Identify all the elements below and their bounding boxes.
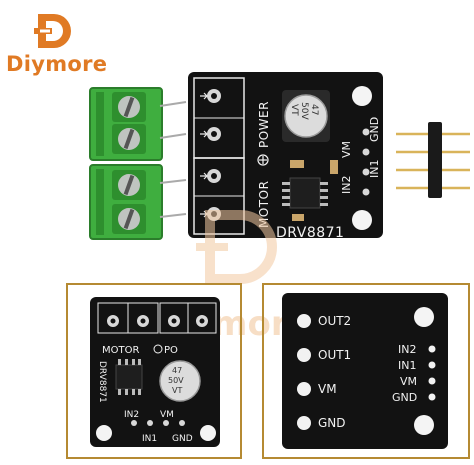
screw-terminal-bottom [89,164,187,240]
watermark-logo-icon [196,210,277,284]
back-view-board: OUT2 OUT1 VM GND IN2 IN1 VM GND [282,293,448,449]
back-label-in1: IN1 [398,359,416,372]
back-label-vm-right: VM [400,375,417,388]
front-chip-label: DRV8871 [97,361,107,403]
chip-label: DRV8871 [276,225,344,241]
back-label-gnd: GND [318,416,346,430]
front-pin-vm: VM [160,410,174,420]
front-cap-text-3: VT [172,386,182,395]
power-label: POWER [257,101,271,148]
screw-terminal-top [89,87,187,161]
cap-text-2: 50V [299,102,309,120]
back-label-out2: OUT2 [318,314,351,328]
front-chip [115,359,143,395]
brand-logo-block: Diymore [6,8,116,78]
back-view-frame: OUT2 OUT1 VM GND IN2 IN1 VM GND [262,283,470,459]
front-power-label: PO [164,345,178,356]
cap-text-1: 47 [309,104,319,115]
drv8871-board-top-view: POWER MOTOR 47 50V VT DRV8871 GND VM IN1 [188,72,383,241]
front-motor-label: MOTOR [102,345,139,356]
front-cap-text-1: 47 [172,366,182,375]
front-view-frame: MOTOR PO DRV8871 47 50V VT IN2 IN1 VM GN… [66,283,242,459]
front-pin-gnd: GND [172,434,193,444]
drv8871-chip [282,177,328,209]
pin-label-vm: VM [340,141,353,158]
front-capacitor: 47 50V VT [159,360,201,402]
pin-header [396,122,470,198]
cap-text-3: VT [289,104,299,116]
front-pin-in2: IN2 [124,410,139,420]
electrolytic-capacitor: 47 50V VT [282,90,330,142]
pin-label-in2: IN2 [340,176,353,194]
back-label-in2: IN2 [398,343,416,356]
back-label-gnd-right: GND [392,391,417,404]
back-label-out1: OUT1 [318,348,351,362]
back-label-vm: VM [318,382,337,396]
front-pin-in1: IN1 [142,434,157,444]
pin-label-gnd: GND [368,117,381,142]
pin-label-in1: IN1 [368,160,381,178]
diymore-logo-icon [34,14,71,48]
main-product-photo: POWER MOTOR 47 50V VT DRV8871 GND VM IN1 [89,72,470,241]
front-cap-text-2: 50V [168,376,184,385]
brand-name: Diymore [6,52,108,76]
front-view-board: MOTOR PO DRV8871 47 50V VT IN2 IN1 VM GN… [90,297,220,447]
